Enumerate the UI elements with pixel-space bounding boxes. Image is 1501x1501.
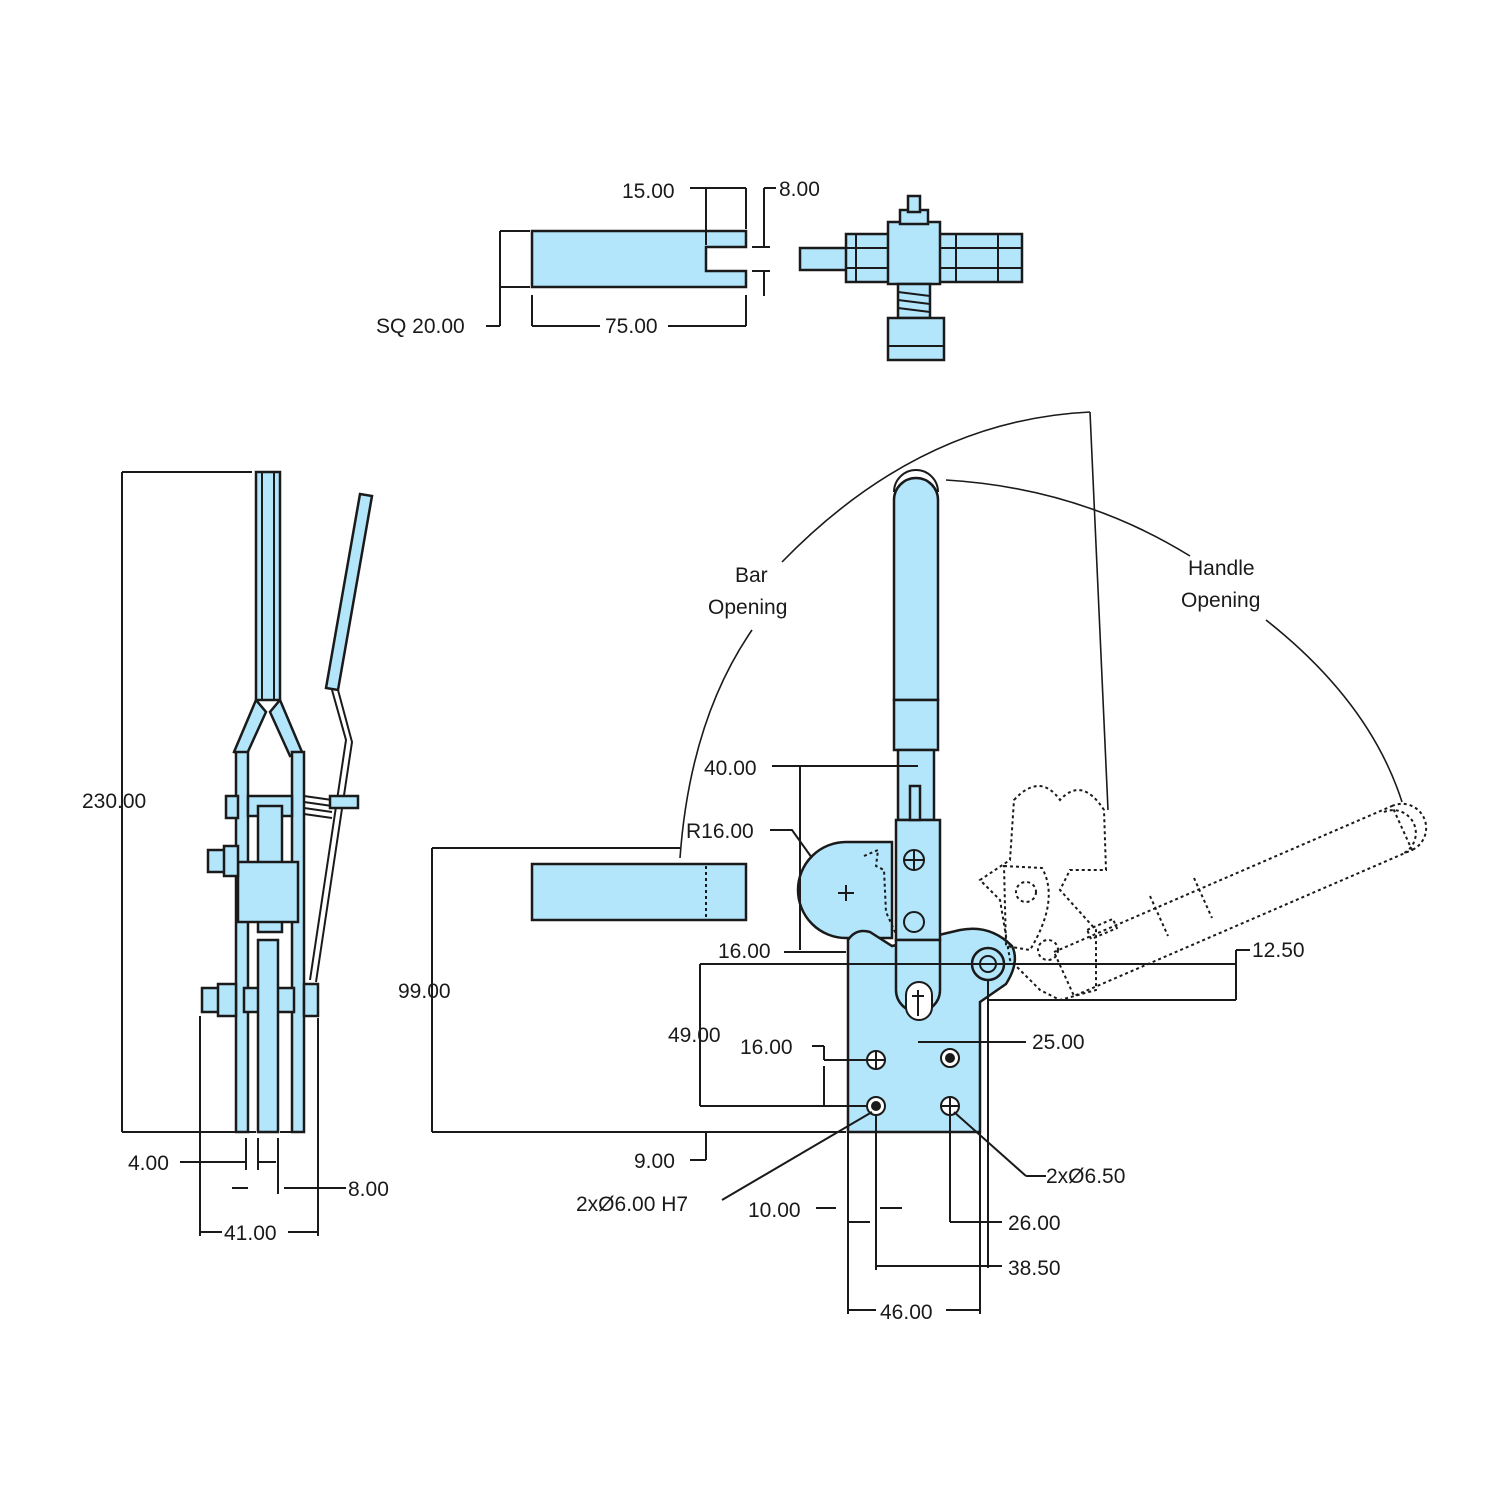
- clamp-bar-top-view: SQ 20.00 75.00 15.00 8.00: [376, 178, 820, 338]
- dim-hole-6: 2xØ6.00 H7: [576, 1193, 688, 1216]
- dim-15: 15.00: [622, 180, 675, 203]
- side-view: 230.00 4.00 8.00 41.00: [82, 470, 389, 1245]
- dim-8-side: 8.00: [348, 1178, 389, 1201]
- dim-sq20: SQ 20.00: [376, 315, 465, 338]
- front-view: Bar Opening Handle Opening 40.00 R16.00 …: [398, 411, 1428, 1324]
- spindle-top-view: [798, 194, 1024, 362]
- dim-40: 40.00: [704, 757, 757, 780]
- dim-75: 75.00: [605, 315, 658, 338]
- dim-4: 4.00: [128, 1152, 169, 1175]
- label-bar-opening: Opening: [708, 596, 787, 619]
- dim-26: 26.00: [1008, 1212, 1061, 1235]
- label-handle: Handle: [1188, 557, 1255, 580]
- dim-r16: R16.00: [686, 820, 754, 843]
- dim-25: 25.00: [1032, 1031, 1085, 1054]
- dim-10: 10.00: [748, 1199, 801, 1222]
- dim-99: 99.00: [398, 980, 451, 1003]
- dim-8-top: 8.00: [779, 178, 820, 201]
- dim-41: 41.00: [224, 1222, 277, 1245]
- dim-46: 46.00: [880, 1301, 933, 1324]
- dim-12-5: 12.50: [1252, 939, 1305, 962]
- dim-38-5: 38.50: [1008, 1257, 1061, 1280]
- label-handle-opening: Opening: [1181, 589, 1260, 612]
- dim-hole-6-5: 2xØ6.50: [1046, 1165, 1125, 1188]
- label-bar: Bar: [735, 564, 768, 587]
- dim-49: 49.00: [668, 1024, 721, 1047]
- dim-16-lower: 16.00: [740, 1036, 793, 1059]
- dim-230: 230.00: [82, 790, 146, 813]
- dim-9: 9.00: [634, 1150, 675, 1173]
- dim-16-upper: 16.00: [718, 940, 771, 963]
